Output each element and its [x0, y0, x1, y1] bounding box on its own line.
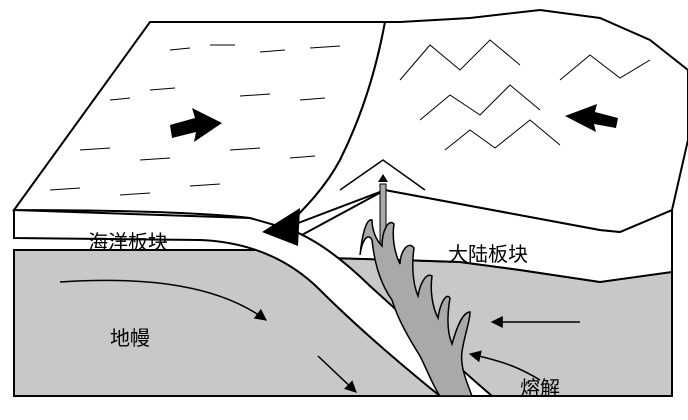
continent-surface [284, 8, 688, 234]
arrow-left-continent [565, 104, 618, 132]
melting-pointer-arrow [468, 350, 541, 381]
mantle-flow-arrow-1 [59, 279, 267, 321]
mountain-ridges [399, 39, 651, 151]
mantle-flow-arrow-2 [317, 355, 357, 393]
label-mantle: 地幔 [110, 326, 150, 350]
label-oceanic-plate: 海洋板块 [88, 230, 168, 254]
arrow-right-ocean [170, 108, 222, 142]
volcano-vent [378, 174, 388, 182]
label-melting: 熔解 [520, 376, 560, 400]
trench-wedge [262, 208, 300, 246]
ocean-wave-marks [49, 44, 341, 196]
label-continental-plate: 大陆板块 [448, 242, 528, 266]
magma-plumes [359, 219, 474, 397]
volcano [339, 159, 426, 191]
